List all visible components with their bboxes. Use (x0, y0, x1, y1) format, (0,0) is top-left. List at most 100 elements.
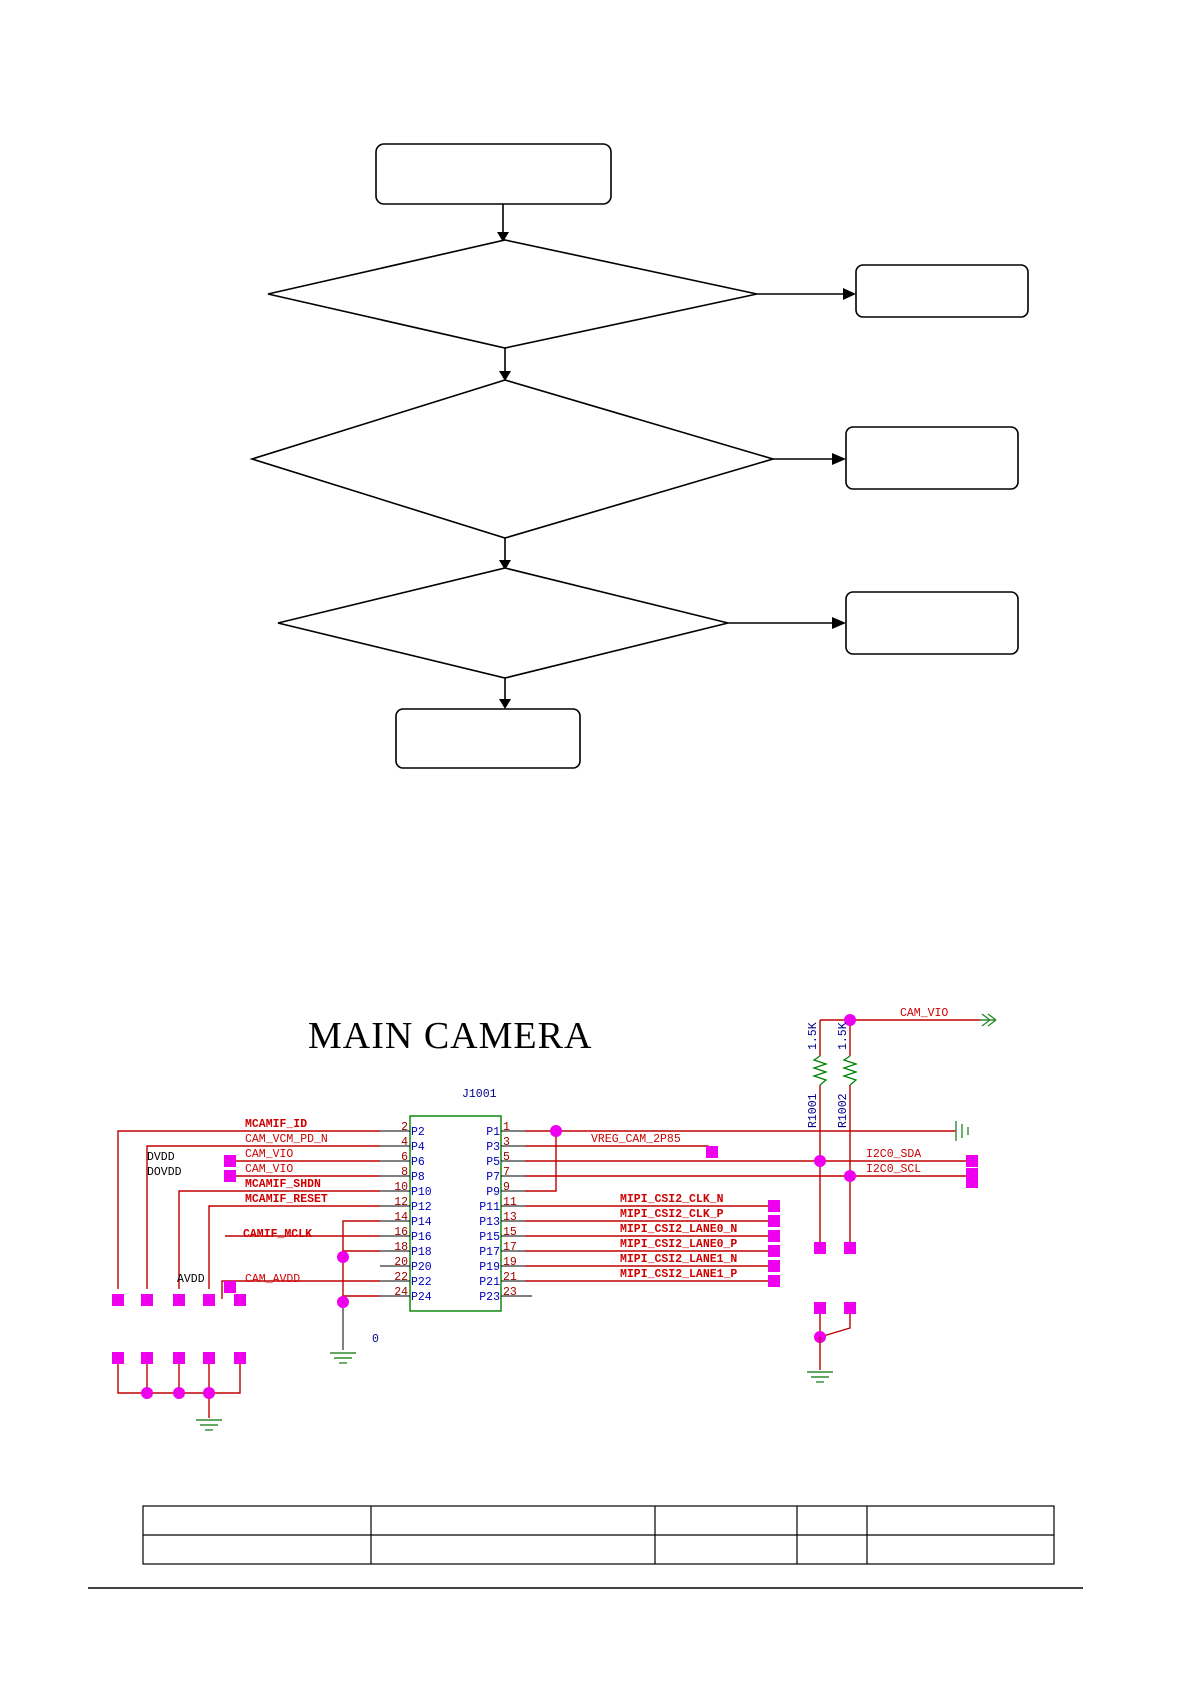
test-pad (814, 1242, 826, 1254)
supply-label-dvdd: DVDD (147, 1151, 175, 1164)
pullup-network: CAM_VIO 1.5K 1.5K R1001 R1002 (807, 1007, 997, 1254)
schematic: MAIN CAMERA J1001 P2P4P6P8P10P12P14P16P1… (112, 1007, 997, 1431)
pin-number: 17 (503, 1241, 517, 1254)
net-label-mcamif-id: MCAMIF_ID (245, 1118, 307, 1131)
resistor-r1002 (841, 1055, 859, 1086)
pin-number: 6 (401, 1151, 408, 1164)
pin-number: 2 (401, 1121, 408, 1134)
test-pad (112, 1352, 124, 1364)
resistor-r1001 (811, 1055, 829, 1086)
net-label-cam-vio-2: CAM_VIO (245, 1163, 293, 1176)
test-pad (966, 1155, 978, 1167)
left-test-pads (112, 1155, 349, 1308)
pin-name: P14 (411, 1216, 432, 1229)
pin-number: 4 (401, 1136, 408, 1149)
pin-number: 15 (503, 1226, 517, 1239)
test-pad (203, 1352, 215, 1364)
pin-number: 12 (394, 1196, 408, 1209)
junction-dot (141, 1387, 153, 1399)
pin-name: P17 (479, 1246, 500, 1259)
net-label-mipi: MIPI_CSI2_CLK_N (620, 1193, 724, 1206)
pin-name: P11 (479, 1201, 500, 1214)
pin-name: P19 (479, 1261, 500, 1274)
junction-dot (844, 1170, 856, 1182)
pin-name: P10 (411, 1186, 432, 1199)
test-pad (234, 1294, 246, 1306)
test-pad (844, 1302, 856, 1314)
net-label-mipi: MIPI_CSI2_LANE0_P (620, 1238, 737, 1251)
right-ground-pads (807, 1302, 856, 1383)
connector-ref: J1001 (462, 1088, 497, 1101)
pin-name: P24 (411, 1291, 432, 1304)
net-label-cam-vcm-pd-n: CAM_VCM_PD_N (245, 1133, 328, 1146)
pin-name: P18 (411, 1246, 432, 1259)
test-pad (706, 1146, 718, 1158)
pin-name: P23 (479, 1291, 500, 1304)
pin-name: P1 (486, 1126, 500, 1139)
pin-name: P12 (411, 1201, 432, 1214)
pin-number: 23 (503, 1286, 517, 1299)
pin-number: 3 (503, 1136, 510, 1149)
supply-label-avdd: AVDD (177, 1273, 205, 1286)
pin-number: 20 (394, 1256, 408, 1269)
mipi-nets: MIPI_CSI2_CLK_N MIPI_CSI2_CLK_P MIPI_CSI2_… (525, 1193, 780, 1287)
pin-number: 13 (503, 1211, 517, 1224)
test-pad (224, 1281, 236, 1293)
net-label-mipi: MIPI_CSI2_LANE0_N (620, 1223, 737, 1236)
flow-result-box-2 (845, 426, 1019, 490)
pin-name: P8 (411, 1171, 425, 1184)
pin-name: P16 (411, 1231, 432, 1244)
pin-name: P9 (486, 1186, 500, 1199)
resistor-r1001-ref: R1001 (807, 1093, 820, 1128)
test-pad (224, 1170, 236, 1182)
test-pad (768, 1275, 780, 1287)
pin-number: 7 (503, 1166, 510, 1179)
pin-name: P5 (486, 1156, 500, 1169)
flowchart (249, 143, 1029, 769)
junction-dot (550, 1125, 562, 1137)
flow-decision-3 (277, 567, 729, 679)
test-pad (966, 1176, 978, 1188)
net-label-mcamif-shdn: MCAMIF_SHDN (245, 1178, 321, 1191)
pin-number: 19 (503, 1256, 517, 1269)
net-label-i2c0-scl: I2C0_SCL (866, 1163, 921, 1176)
pin-number: 11 (503, 1196, 517, 1209)
test-pad (768, 1215, 780, 1227)
test-pad (814, 1302, 826, 1314)
connector-j1001 (409, 1115, 502, 1312)
test-pad (173, 1352, 185, 1364)
junction-dot (337, 1296, 349, 1308)
net-label-cam-vio-1: CAM_VIO (245, 1148, 293, 1161)
net-label-vreg-cam-2p85: VREG_CAM_2P85 (591, 1133, 681, 1146)
pin-name: P21 (479, 1276, 500, 1289)
pin-number: 18 (394, 1241, 408, 1254)
net-label-mipi: MIPI_CSI2_CLK_P (620, 1208, 724, 1221)
test-pad (173, 1294, 185, 1306)
test-pad (203, 1294, 215, 1306)
flow-result-box-3 (845, 591, 1019, 655)
pin-name: P7 (486, 1171, 500, 1184)
pin-number: 14 (394, 1211, 408, 1224)
junction-dot (814, 1155, 826, 1167)
pin-name: P15 (479, 1231, 500, 1244)
pin-name: P13 (479, 1216, 500, 1229)
flow-decision-2 (249, 379, 776, 539)
net-label-cam-avdd: CAM_AVDD (245, 1273, 300, 1286)
junction-dot (203, 1387, 215, 1399)
junction-dot (173, 1387, 185, 1399)
right-net-wires: VREG_CAM_2P85 I2C0_SDA I2C0_SCL (525, 1121, 978, 1297)
flow-decision-1 (267, 239, 758, 349)
pin-number: 9 (503, 1181, 510, 1194)
test-pad (768, 1260, 780, 1272)
flow-start-box (375, 143, 612, 205)
test-pad (224, 1155, 236, 1167)
pin-name: P20 (411, 1261, 432, 1274)
right-pin-stubs (501, 1130, 525, 1297)
test-pad (768, 1230, 780, 1242)
resistor-r1002-ref: R1002 (837, 1093, 850, 1128)
